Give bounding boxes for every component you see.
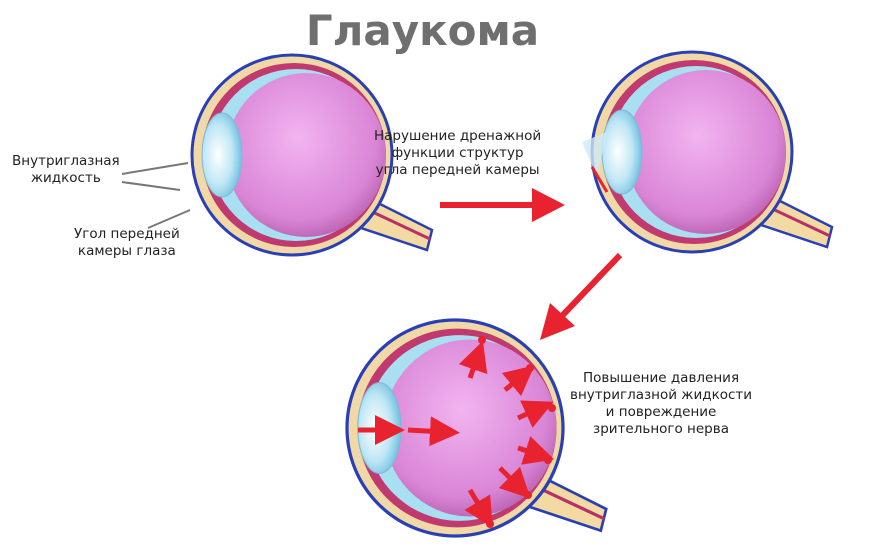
drainage-label-line1: Нарушение дренажной	[374, 128, 542, 144]
drainage-label-line2: функции структур	[391, 145, 524, 161]
progress-arrow-down	[540, 252, 623, 340]
pressure-label-line4: зрительного нерва	[593, 421, 729, 437]
drainage-label-line3: угла передней камеры	[375, 162, 540, 178]
pressure-label-line3: и повреждение	[605, 404, 717, 420]
angle-label-line1: Угол передней	[74, 226, 180, 242]
fluid-label-line1: Внутриглазная	[12, 153, 120, 169]
page-title: Глаукома	[305, 6, 540, 55]
fluid-label-line2: жидкость	[30, 170, 101, 186]
angle-label-line2: камеры глаза	[77, 243, 176, 259]
fluid-label: Внутриглазная жидкость	[12, 153, 120, 187]
pressure-label: Повышение давления внутриглазной жидкост…	[570, 370, 752, 438]
angle-label: Угол передней камеры глаза	[74, 226, 180, 260]
drainage-label: Нарушение дренажной функции структур угл…	[374, 128, 541, 179]
pressure-label-line1: Повышение давления	[582, 370, 740, 386]
drainage-impaired-eye	[582, 50, 834, 254]
pointer-lines	[121, 162, 191, 229]
pressure-arrows	[358, 340, 555, 528]
pressure-label-line2: внутриглазной жидкости	[570, 387, 753, 403]
progress-arrow-right	[440, 188, 565, 222]
damage-points	[478, 336, 556, 528]
